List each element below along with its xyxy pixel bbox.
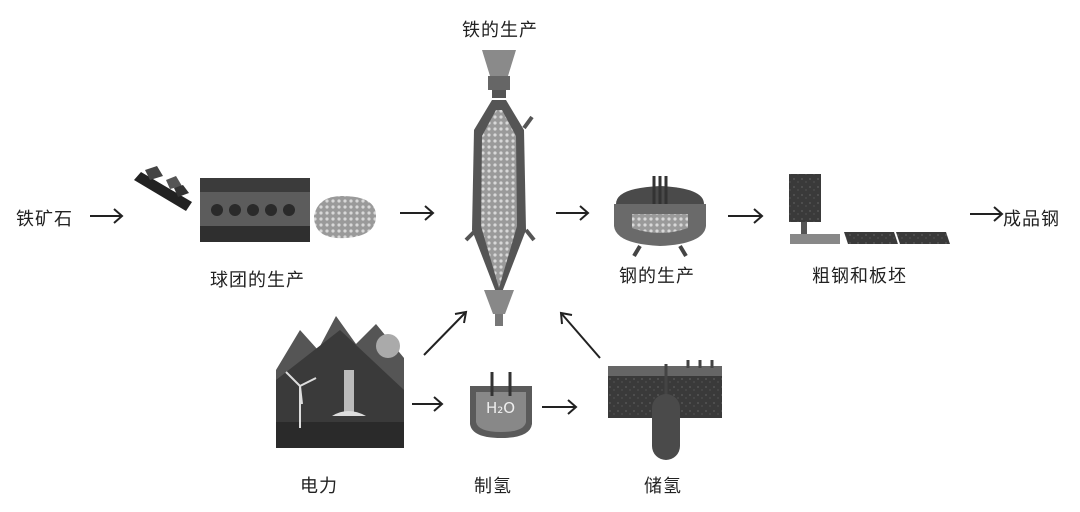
pellet-plant-icon <box>134 166 376 242</box>
shaft-furnace-icon <box>464 50 536 326</box>
label-finished-steel: 成品钢 <box>1003 209 1060 230</box>
label-crude-steel-slab: 粗钢和板坯 <box>812 266 907 287</box>
label-steel-production: 钢的生产 <box>619 266 695 287</box>
power-landscape-icon <box>276 316 404 448</box>
arrow-h2-to-storage <box>542 399 578 415</box>
flow-arrows <box>90 205 1004 415</box>
arrow-furnace-to-steel <box>556 205 590 221</box>
label-pellet-production: 球团的生产 <box>210 270 305 291</box>
label-hydrogen-production: 制氢 <box>474 476 512 497</box>
label-iron-production: 铁的生产 <box>462 20 538 41</box>
label-electricity: 电力 <box>300 476 338 497</box>
label-iron-ore: 铁矿石 <box>16 209 73 230</box>
hydrogen-storage-icon <box>608 360 722 460</box>
electrolyzer-icon <box>470 372 532 438</box>
steel-furnace-icon <box>614 176 706 258</box>
arrow-steel-to-slab <box>728 208 764 224</box>
label-hydrogen-storage: 储氢 <box>644 476 682 497</box>
electrolyzer-h2o-text: H₂O <box>486 399 516 417</box>
slab-casting-icon <box>789 174 950 244</box>
arrow-ore-to-pellet <box>90 208 124 224</box>
arrow-power-to-furnace <box>423 310 468 356</box>
arrow-pellet-to-furnace <box>400 205 435 221</box>
arrow-power-to-h2 <box>412 396 444 412</box>
arrow-storage-to-furnace <box>559 311 601 359</box>
arrow-slab-to-finished <box>970 206 1004 222</box>
